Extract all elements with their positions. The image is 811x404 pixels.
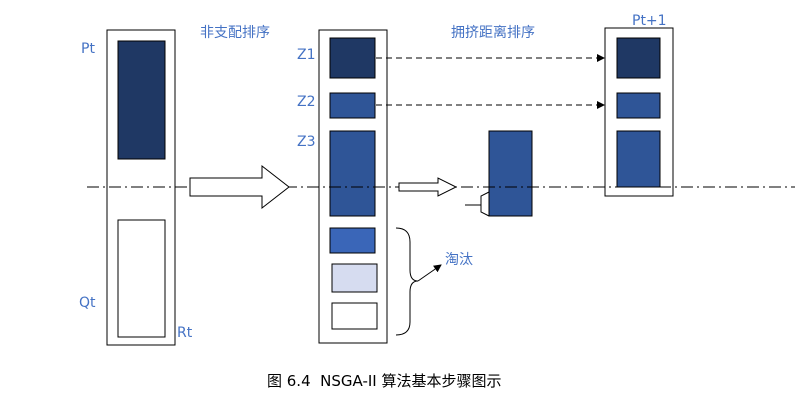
pt1-z3-block [616,130,661,188]
label-z1: Z1 [297,47,316,63]
label-pt-plus-1: Pt+1 [632,13,667,29]
qt-block [117,219,166,338]
figure-caption: 图 6.4 NSGA-II 算法基本步骤图示 [267,372,502,390]
z3-selected-block [488,130,533,217]
label-qt: Qt [79,295,96,311]
trim-marker [480,191,490,217]
label-pt: Pt [81,41,95,57]
big-block-arrow [189,164,290,210]
pt-block [117,40,166,160]
small-block-arrow [398,177,458,197]
label-non-dominated-sort: 非支配排序 [200,25,270,41]
z4-block [329,227,376,254]
z3-block [329,130,376,217]
pt1-z1-block [616,37,661,79]
label-crowding-distance-sort: 拥挤距离排序 [451,24,535,41]
label-z3: Z3 [297,134,316,150]
z1-block [329,37,376,79]
label-z2: Z2 [297,94,316,110]
eliminated-pointer [417,264,442,282]
eliminated-brace [395,227,419,336]
pt1-z2-block [616,92,661,119]
z6-block [331,302,378,330]
label-rt: Rt [177,325,193,341]
z2-block [329,92,376,119]
z5-block [331,263,378,293]
label-eliminated: 淘汰 [445,252,473,268]
